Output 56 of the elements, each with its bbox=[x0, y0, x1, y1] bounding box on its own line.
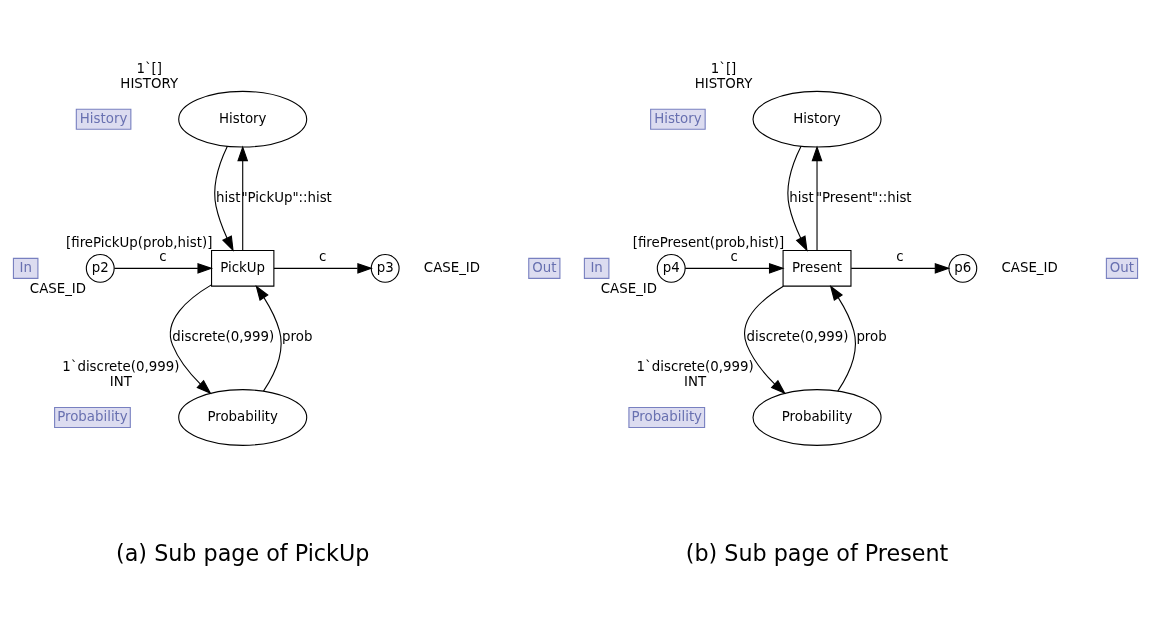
edge-label: c bbox=[896, 248, 904, 264]
node-label: 1`discrete(0,999) bbox=[62, 358, 180, 374]
node-circle: p2 bbox=[85, 253, 115, 283]
node-label: [firePickUp(prob,hist)] bbox=[66, 234, 213, 250]
edge-label: prob bbox=[856, 328, 887, 344]
node-label: CASE_ID bbox=[1001, 259, 1058, 275]
node-circle: p3 bbox=[370, 253, 400, 283]
node-label: [firePresent(prob,hist)] bbox=[632, 234, 785, 250]
arrow bbox=[850, 262, 951, 274]
node-circle: p6 bbox=[948, 253, 978, 283]
node-label: HISTORY bbox=[120, 75, 179, 91]
arrow bbox=[829, 284, 856, 392]
edge-label: c bbox=[730, 248, 738, 264]
node-label: 1`[] bbox=[136, 60, 163, 76]
arrow bbox=[811, 145, 823, 251]
arrow bbox=[255, 284, 282, 392]
node-box: Probability bbox=[54, 406, 131, 428]
node-label: CASE_ID bbox=[29, 280, 87, 296]
label: (b) Sub page of Present bbox=[685, 539, 949, 566]
edge-label: hist bbox=[216, 189, 241, 205]
node-box: In bbox=[12, 257, 39, 279]
label: (a) Sub page of PickUp bbox=[116, 539, 370, 566]
node-label: 1`[] bbox=[710, 60, 737, 76]
node-label: 1`discrete(0,999) bbox=[636, 358, 754, 374]
node-box: PickUp bbox=[211, 249, 275, 287]
arrow bbox=[684, 262, 785, 274]
edge-label: c bbox=[318, 248, 327, 264]
node-ellipse: History bbox=[752, 90, 882, 148]
node-label: CASE_ID bbox=[423, 259, 481, 275]
edge-label: c bbox=[159, 248, 167, 264]
edge-label: hist bbox=[789, 189, 814, 205]
node-box: History bbox=[75, 108, 132, 130]
edge-label: discrete(0,999) bbox=[746, 328, 849, 344]
node-ellipse: Probability bbox=[178, 388, 308, 446]
edge-label: discrete(0,999) bbox=[172, 328, 275, 344]
arrow bbox=[214, 145, 234, 252]
node-box: Out bbox=[528, 257, 561, 279]
node-ellipse: Probability bbox=[752, 388, 882, 446]
edge-label: prob bbox=[282, 328, 313, 344]
node-box: History bbox=[650, 108, 706, 130]
arrow bbox=[273, 262, 373, 274]
node-ellipse: History bbox=[178, 90, 308, 148]
arrow bbox=[113, 262, 214, 274]
node-label: CASE_ID bbox=[600, 280, 658, 296]
arrow bbox=[237, 145, 249, 251]
node-box: In bbox=[583, 257, 610, 279]
arrow bbox=[744, 285, 786, 394]
node-box: Probability bbox=[628, 406, 706, 428]
node-label: INT bbox=[109, 373, 132, 389]
node-label: INT bbox=[684, 373, 707, 389]
arrow bbox=[169, 283, 212, 394]
node-label: HISTORY bbox=[694, 75, 753, 91]
arrow bbox=[787, 145, 808, 252]
node-box: Out bbox=[1105, 257, 1139, 279]
node-box: Present bbox=[782, 249, 852, 287]
node-circle: p4 bbox=[656, 253, 686, 283]
